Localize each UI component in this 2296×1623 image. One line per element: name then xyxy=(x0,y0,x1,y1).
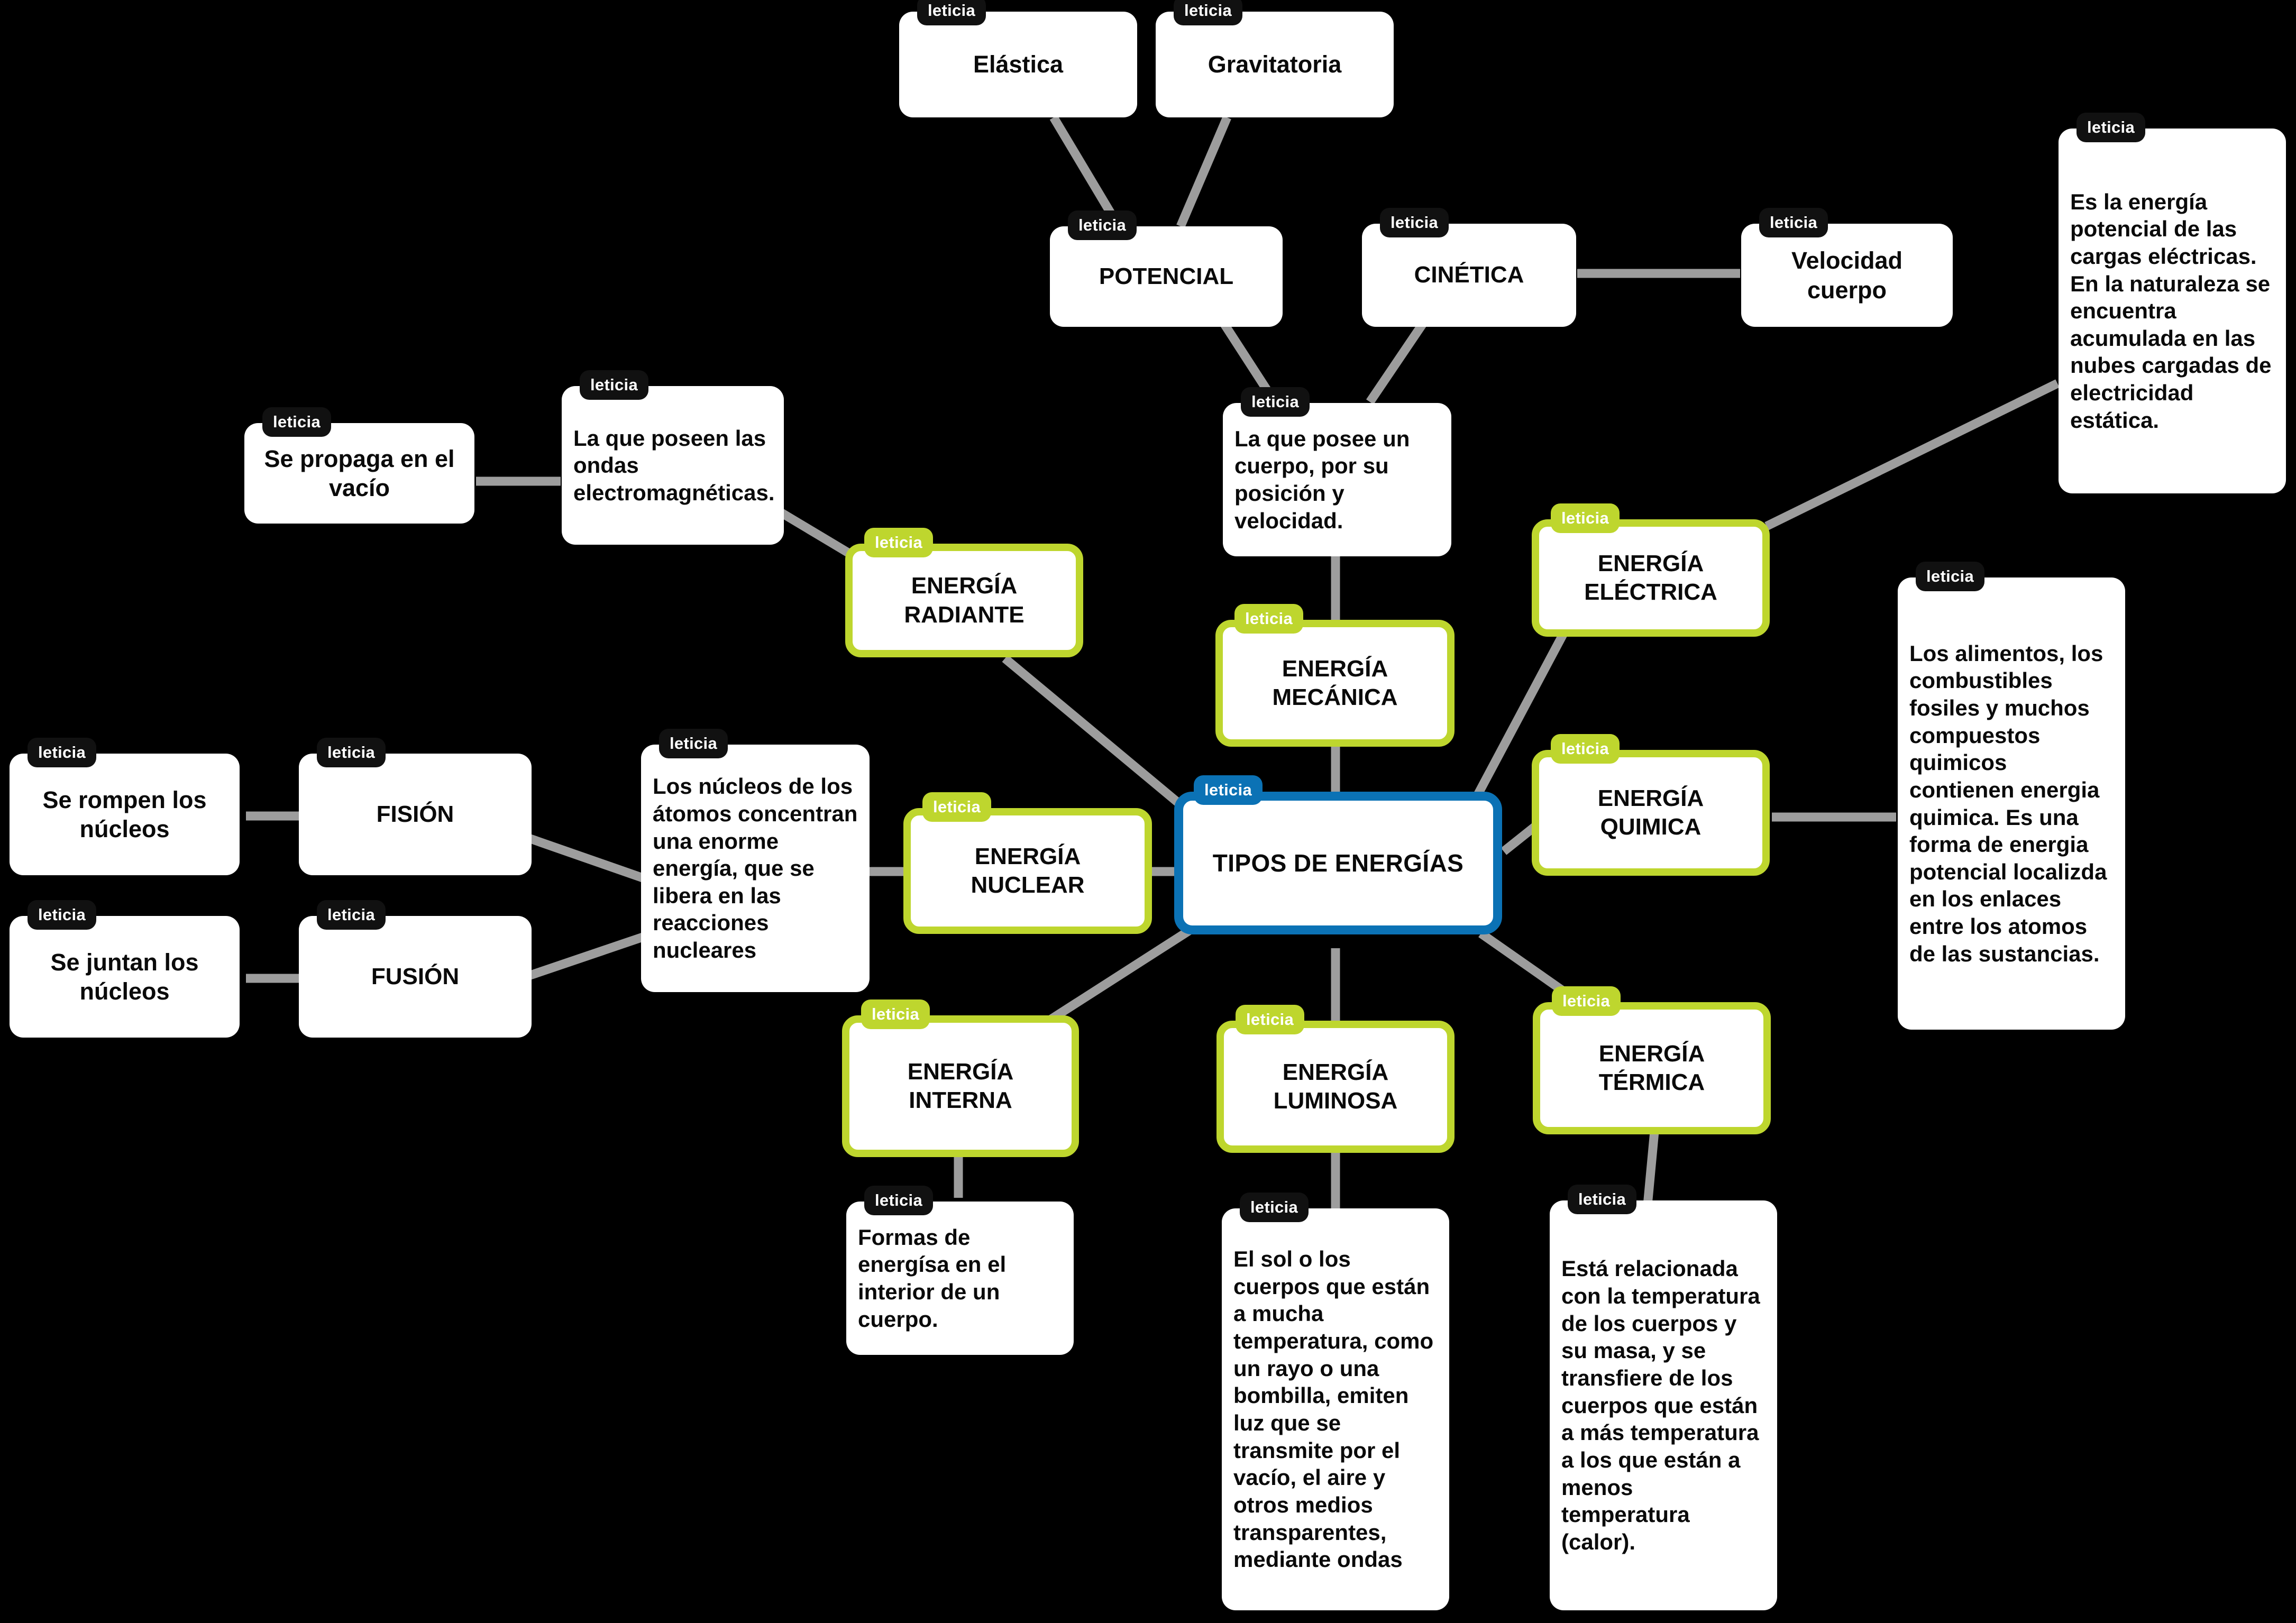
node-label: FUSIÓN xyxy=(371,963,460,989)
node-potencial[interactable]: leticia POTENCIAL xyxy=(1050,210,1283,327)
node-energia-interna[interactable]: leticia ENERGÍA INTERNA xyxy=(842,1000,1079,1157)
author-chip: leticia xyxy=(1241,387,1310,417)
author-chip: leticia xyxy=(1916,562,1984,591)
author-chip: leticia xyxy=(1380,208,1449,237)
edge-radiante-center xyxy=(1002,655,1183,808)
author-chip: leticia xyxy=(1174,0,1242,25)
node-electrica-definition[interactable]: leticia Es la energía potencial de las c… xyxy=(2059,113,2286,493)
node-energia-quimica[interactable]: leticia ENERGÍA QUIMICA xyxy=(1532,734,1770,876)
edge-radiantedef-radiante xyxy=(779,509,859,562)
edge-fision-nucleardef xyxy=(527,833,644,883)
node-elastica[interactable]: leticia Elástica xyxy=(899,0,1137,117)
author-chip: leticia xyxy=(317,738,386,767)
node-fusion[interactable]: leticia FUSIÓN xyxy=(299,900,532,1038)
node-label: El sol o los cuerpos que están a mucha t… xyxy=(1233,1246,1434,1572)
author-chip: leticia xyxy=(580,370,648,400)
author-chip: leticia xyxy=(28,738,96,767)
node-label: ENERGÍA QUIMICA xyxy=(1597,785,1704,840)
author-chip: leticia xyxy=(1234,604,1303,634)
edge-electrica-electricadef xyxy=(1764,379,2060,530)
node-label: Formas de energísa en el interior de un … xyxy=(858,1224,1007,1332)
author-chip: leticia xyxy=(1551,734,1620,764)
node-label: TIPOS DE ENERGÍAS xyxy=(1212,849,1464,877)
node-cinetica[interactable]: leticia CINÉTICA xyxy=(1362,208,1576,327)
node-energia-radiante[interactable]: leticia ENERGÍA RADIANTE xyxy=(845,528,1083,657)
author-chip: leticia xyxy=(922,792,991,822)
node-label: ENERGÍA MECÁNICA xyxy=(1272,655,1398,710)
node-interna-definition[interactable]: leticia Formas de energísa en el interio… xyxy=(846,1186,1074,1355)
node-energia-luminosa[interactable]: leticia ENERGÍA LUMINOSA xyxy=(1216,1005,1455,1153)
author-chip: leticia xyxy=(2077,113,2145,142)
node-label: Se rompen los núcleos xyxy=(42,786,207,842)
node-nuclear-definition[interactable]: leticia Los núcleos de los átomos concen… xyxy=(641,729,870,992)
author-chip: leticia xyxy=(317,900,386,930)
node-label: Gravitatoria xyxy=(1208,51,1342,78)
node-label: Está relacionada con la temperatura de l… xyxy=(1561,1256,1760,1554)
node-label: FISIÓN xyxy=(376,801,454,827)
node-label: La que posee un cuerpo, por su posición … xyxy=(1234,426,1410,533)
node-fision[interactable]: leticia FISIÓN xyxy=(299,738,532,875)
node-energia-mecanica[interactable]: leticia ENERGÍA MECÁNICA xyxy=(1215,604,1455,747)
node-fusion-definition[interactable]: leticia Se juntan los núcleos xyxy=(10,900,240,1038)
node-label: La que poseen las ondas electromagnética… xyxy=(573,425,775,505)
author-chip: leticia xyxy=(917,0,986,25)
author-chip: leticia xyxy=(1552,986,1621,1016)
author-chip: leticia xyxy=(28,900,96,930)
node-label: CINÉTICA xyxy=(1414,262,1524,288)
node-label: ENERGÍA RADIANTE xyxy=(904,573,1024,628)
node-label: ENERGÍA TÉRMICA xyxy=(1598,1040,1705,1095)
author-chip: leticia xyxy=(1236,1005,1304,1034)
author-chip: leticia xyxy=(1194,775,1263,805)
node-label: Velocidad cuerpo xyxy=(1791,247,1903,304)
node-mecanica-definition[interactable]: leticia La que posee un cuerpo, por su p… xyxy=(1223,387,1451,556)
author-chip: leticia xyxy=(1551,503,1620,533)
author-chip: leticia xyxy=(659,729,728,758)
node-energia-electrica[interactable]: leticia ENERGÍA ELÉCTRICA xyxy=(1532,503,1770,637)
node-energia-termica[interactable]: leticia ENERGÍA TÉRMICA xyxy=(1533,986,1771,1134)
node-label: Se propaga en el vacío xyxy=(264,445,455,501)
node-label: Se juntan los núcleos xyxy=(50,948,199,1005)
node-label: Los núcleos de los átomos concentran una… xyxy=(653,774,858,963)
author-chip: leticia xyxy=(864,528,933,557)
author-chip: leticia xyxy=(864,1186,933,1215)
node-label: POTENCIAL xyxy=(1099,263,1234,289)
node-radiante-definition[interactable]: leticia La que poseen las ondas electrom… xyxy=(562,370,784,545)
node-label: ENERGÍA INTERNA xyxy=(907,1058,1014,1113)
node-label: Los alimentos, los combustibles fosiles … xyxy=(1909,640,2107,966)
node-gravitatoria[interactable]: leticia Gravitatoria xyxy=(1156,0,1394,117)
node-velocidad-cuerpo[interactable]: leticia Velocidad cuerpo xyxy=(1741,208,1953,327)
author-chip: leticia xyxy=(1759,208,1828,237)
author-chip: leticia xyxy=(1240,1193,1309,1222)
author-chip: leticia xyxy=(262,407,331,437)
node-center-tipos-de-energias[interactable]: leticia TIPOS DE ENERGÍAS xyxy=(1174,775,1502,934)
node-label: ENERGÍA ELÉCTRICA xyxy=(1584,550,1717,605)
author-chip: leticia xyxy=(1568,1185,1636,1214)
node-label: ENERGÍA NUCLEAR xyxy=(971,843,1085,898)
node-label: Es la energía potencial de las cargas el… xyxy=(2070,189,2272,433)
node-quimica-definition[interactable]: leticia Los alimentos, los combustibles … xyxy=(1898,562,2125,1030)
node-label: ENERGÍA LUMINOSA xyxy=(1273,1059,1398,1114)
node-luminosa-definition[interactable]: leticia El sol o los cuerpos que están a… xyxy=(1222,1193,1449,1610)
node-termica-definition[interactable]: leticia Está relacionada con la temperat… xyxy=(1550,1185,1777,1610)
edge-gravitatoria-potencial xyxy=(1176,115,1231,228)
node-radiante-vacio[interactable]: leticia Se propaga en el vacío xyxy=(244,407,474,524)
node-fision-definition[interactable]: leticia Se rompen los núcleos xyxy=(10,738,240,875)
node-energia-nuclear[interactable]: leticia ENERGÍA NUCLEAR xyxy=(903,792,1152,934)
node-label: Elástica xyxy=(973,51,1064,78)
author-chip: leticia xyxy=(861,1000,930,1029)
edge-fusion-nucleardef xyxy=(527,932,644,980)
author-chip: leticia xyxy=(1068,210,1137,240)
